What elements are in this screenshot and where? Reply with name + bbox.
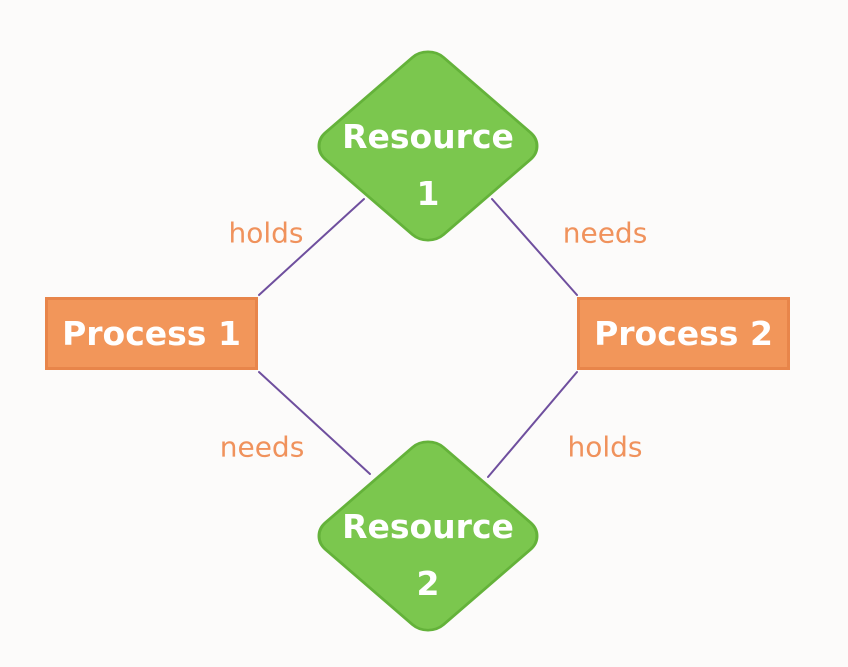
diamond-shape-resource-2	[317, 440, 539, 632]
edge-process1-holds-resource1	[258, 198, 365, 296]
rect-shape-process-2	[577, 297, 790, 370]
edge-label-holds-bottom-right: holds	[567, 430, 643, 464]
diamond-shape-resource-1	[317, 50, 539, 242]
process-rect	[45, 297, 258, 370]
edge-resource2-holds-process2	[487, 371, 578, 478]
rect-shape-process-1	[45, 297, 258, 370]
diamond-rect	[317, 50, 539, 242]
node-process-1: Process 1	[45, 297, 258, 370]
process-rect	[577, 297, 790, 370]
edge-label-needs-top-right: needs	[562, 216, 648, 250]
diamond-rect	[317, 440, 539, 632]
edge-process1-needs-resource2	[258, 371, 371, 475]
node-resource-1: Resource 1	[310, 44, 546, 248]
edge-resource1-needs-process2	[491, 198, 578, 296]
edge-label-needs-bottom-left: needs	[219, 430, 305, 464]
node-resource-2: Resource 2	[310, 434, 546, 638]
edge-label-holds-top-left: holds	[228, 216, 304, 250]
node-process-2: Process 2	[577, 297, 790, 370]
